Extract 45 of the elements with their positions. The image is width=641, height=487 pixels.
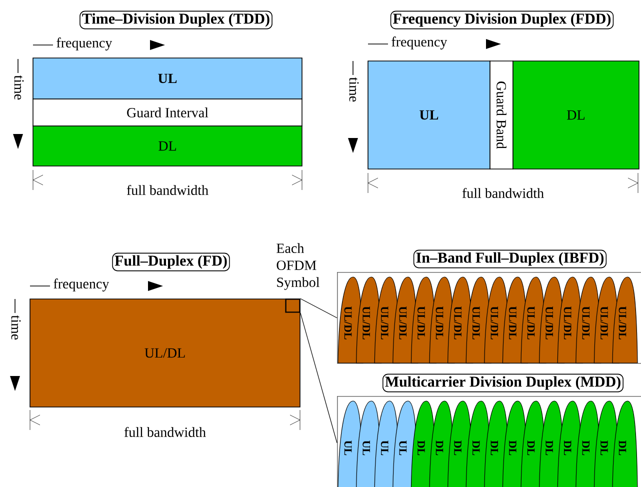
- node-label: DL: [418, 440, 425, 456]
- subcarrier-panel: [337, 272, 641, 364]
- dimension-label: full bandwidth: [126, 185, 208, 195]
- resource-block: UL: [368, 60, 490, 170]
- resource-block: UL/DL: [30, 298, 300, 408]
- node-label: UL: [344, 440, 352, 456]
- resource-block: UL: [32, 58, 302, 100]
- node-label: DL: [564, 440, 572, 456]
- node-label: DL: [472, 440, 480, 456]
- dimension-label: full bandwidth: [124, 426, 206, 437]
- leader-line: [300, 298, 338, 318]
- node-label: DL: [618, 440, 626, 456]
- node-label: DL: [600, 440, 608, 456]
- title-box: Frequency Division Duplex (FDD): [390, 10, 614, 30]
- node-label: DL: [546, 440, 553, 456]
- node-label: UL: [380, 440, 388, 456]
- node-label: DL: [509, 440, 516, 456]
- leader-line: [300, 312, 338, 444]
- subcarrier-panel: [337, 396, 641, 487]
- node-label: UL: [362, 440, 370, 456]
- node-label: DL: [436, 440, 444, 456]
- axis-label: frequency: [54, 278, 110, 292]
- node-label: DL: [490, 440, 498, 456]
- subcarrier-lobe: DL: [612, 400, 638, 487]
- axis-label: time: [11, 315, 21, 340]
- resource-block: DL: [512, 60, 640, 170]
- annotation-text: Each OFDM Symbol: [276, 243, 320, 290]
- resource-block: Guard Interval: [32, 98, 302, 126]
- axis-label: time: [14, 75, 24, 100]
- symbol-square: [285, 298, 300, 313]
- node-label: DL: [454, 440, 462, 456]
- node-label: UL: [399, 440, 407, 456]
- subcarrier-lobe: UL/DL: [612, 276, 638, 364]
- axis-label: frequency: [56, 38, 112, 50]
- title-box: In–Band Full–Duplex (IBFD): [413, 250, 607, 268]
- title-box: Time–Division Duplex (TDD): [80, 10, 272, 30]
- dimension-label: full bandwidth: [462, 188, 544, 198]
- axis-label: frequency: [392, 36, 448, 50]
- resource-block: Guard Band: [490, 60, 514, 170]
- resource-block: DL: [32, 126, 302, 166]
- node-label: DL: [527, 440, 535, 456]
- title-box: Full–Duplex (FD): [112, 252, 230, 272]
- title-box: Multicarrier Division Duplex (MDD): [382, 374, 624, 392]
- node-label: DL: [582, 440, 590, 456]
- node-label: UL/DL: [618, 306, 626, 340]
